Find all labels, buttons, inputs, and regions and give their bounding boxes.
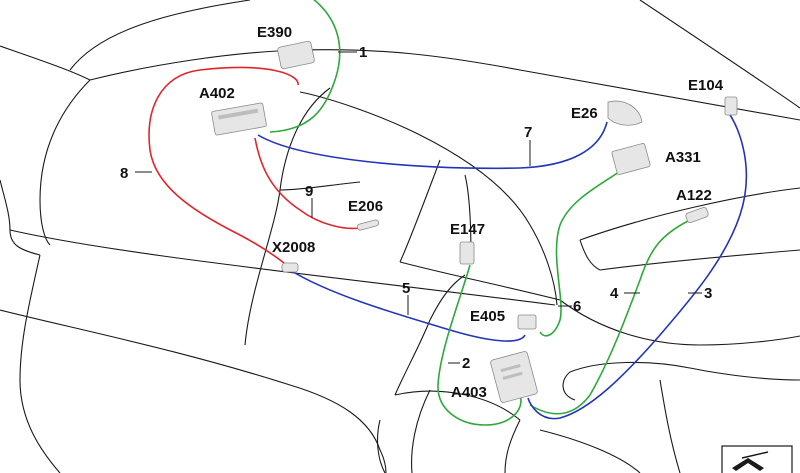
a402-part	[211, 102, 267, 136]
label-e104: E104	[688, 77, 724, 94]
e405-part	[517, 314, 537, 330]
label-a402: A402	[199, 85, 235, 102]
harness-numbers: 1 8 9 7 5 6 4 3 2	[120, 44, 712, 372]
number-2: 2	[462, 355, 470, 372]
label-e390: E390	[257, 24, 292, 41]
label-e206: E206	[348, 198, 383, 215]
x2008-part	[281, 262, 299, 273]
a403-part	[490, 351, 538, 403]
number-5: 5	[402, 280, 410, 297]
wire-green-6	[539, 169, 623, 337]
wire-blue-3	[527, 114, 748, 420]
e147-part	[459, 241, 475, 265]
wire-blue-5	[289, 269, 526, 342]
e104-part	[724, 96, 738, 116]
wire-green-1	[269, 0, 341, 133]
label-x2008: X2008	[272, 239, 315, 256]
label-e147: E147	[450, 221, 485, 238]
number-3: 3	[704, 285, 712, 302]
label-e26: E26	[571, 105, 598, 122]
arrow-icon	[721, 445, 793, 473]
number-1: 1	[359, 44, 367, 61]
parts	[211, 40, 738, 403]
label-a122: A122	[676, 187, 712, 204]
wire-blue-7	[257, 121, 608, 170]
label-a403: A403	[451, 384, 487, 401]
leader-lines	[135, 51, 702, 364]
wire-red-8	[148, 66, 299, 269]
label-e405: E405	[470, 308, 505, 325]
e26-part	[607, 100, 643, 126]
a122-part	[685, 206, 709, 224]
label-a331: A331	[665, 149, 701, 166]
wires	[148, 0, 748, 426]
number-6: 6	[573, 298, 581, 315]
a331-part	[611, 143, 651, 175]
e390-part	[277, 40, 315, 70]
component-labels: E390 A402 E26 E104 A331 A122 E206 E147 X…	[199, 24, 724, 401]
number-4: 4	[610, 285, 619, 302]
wire-red-9	[254, 137, 361, 230]
e206-part	[356, 219, 380, 231]
wire-green-4	[529, 219, 691, 415]
number-8: 8	[120, 165, 128, 182]
wire-green-2	[437, 264, 522, 426]
number-7: 7	[524, 124, 532, 141]
number-9: 9	[305, 183, 313, 200]
